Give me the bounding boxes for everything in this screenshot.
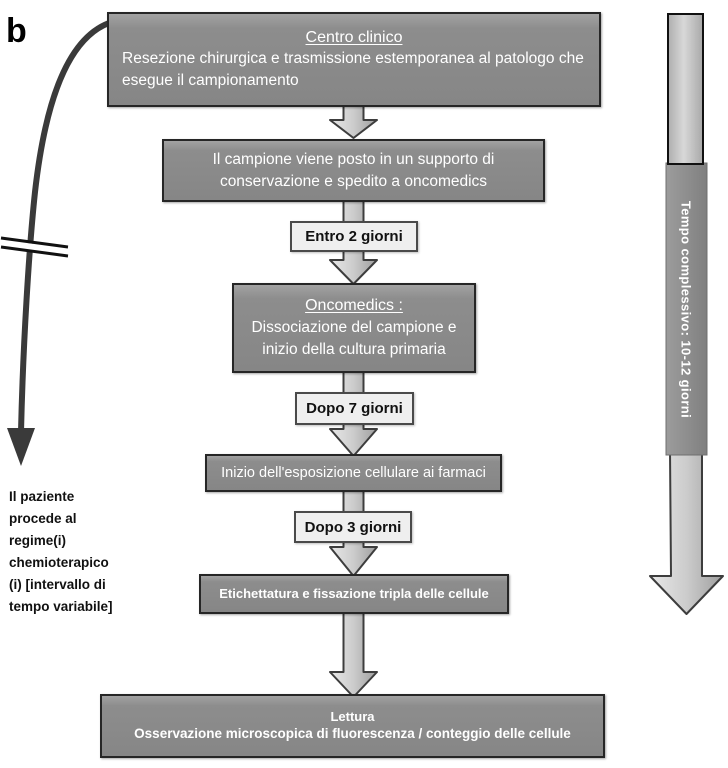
- time-label-entro-2-giorni: Entro 2 giorni: [290, 221, 418, 252]
- down-arrow-1-icon: [329, 105, 378, 139]
- patient-note-line: chemioterapico: [9, 555, 109, 570]
- curved-arrow: [18, 20, 112, 435]
- break-mark-gap: [0, 239, 71, 256]
- break-mark-line-1: [0, 236, 69, 249]
- patient-note-line: regime(i): [9, 533, 67, 548]
- clinic-box-body: Resezione chirurgica e trasmissione este…: [122, 50, 584, 90]
- figure-label: b: [6, 12, 27, 50]
- oncomedics-box-title: Oncomedics :: [305, 297, 403, 315]
- reading-box: Lettura Osservazione microscopica di flu…: [100, 694, 605, 758]
- patient-note-line: Il paziente: [9, 489, 75, 504]
- timeline-arrow-icon: [649, 449, 724, 615]
- patient-note-line: procede al: [9, 511, 77, 526]
- time-label-dopo-7-giorni: Dopo 7 giorni: [295, 392, 414, 425]
- oncomedics-box-body: Dissociazione del campione e inizio dell…: [251, 318, 457, 358]
- break-mark-line-2: [0, 245, 69, 258]
- curved-arrow-head-icon: [7, 428, 35, 466]
- timeline-label: Tempo complessivo: 10-12 giorni: [678, 200, 694, 419]
- labeling-box-body: Etichettatura e fissazione tripla delle …: [219, 585, 489, 601]
- clinic-box-title: Centro clinico: [305, 28, 403, 46]
- clinic-box: Centro clinico Resezione chirurgica e tr…: [107, 12, 601, 107]
- patient-note-line: (i) [intervallo di: [9, 577, 106, 592]
- down-arrow-5-icon: [329, 610, 378, 698]
- patient-note: Il paziente procede al regime(i) chemiot…: [9, 486, 159, 618]
- oncomedics-box: Oncomedics : Dissociazione del campione …: [232, 283, 476, 373]
- timeline-bar-top-segment: [667, 13, 704, 165]
- exposure-box: Inizio dell'esposizione cellulare ai far…: [205, 454, 502, 492]
- exposure-box-body: Inizio dell'esposizione cellulare ai far…: [221, 464, 486, 481]
- patient-note-line: tempo variabile]: [9, 599, 113, 614]
- time-label-dopo-3-giorni: Dopo 3 giorni: [294, 511, 412, 543]
- labeling-box: Etichettatura e fissazione tripla delle …: [199, 574, 509, 614]
- reading-box-body: Osservazione microscopica di fluorescenz…: [134, 725, 571, 741]
- reading-box-title: Lettura: [330, 708, 375, 724]
- shipping-box: Il campione viene posto in un supporto d…: [162, 139, 545, 202]
- shipping-box-body: Il campione viene posto in un supporto d…: [212, 150, 495, 190]
